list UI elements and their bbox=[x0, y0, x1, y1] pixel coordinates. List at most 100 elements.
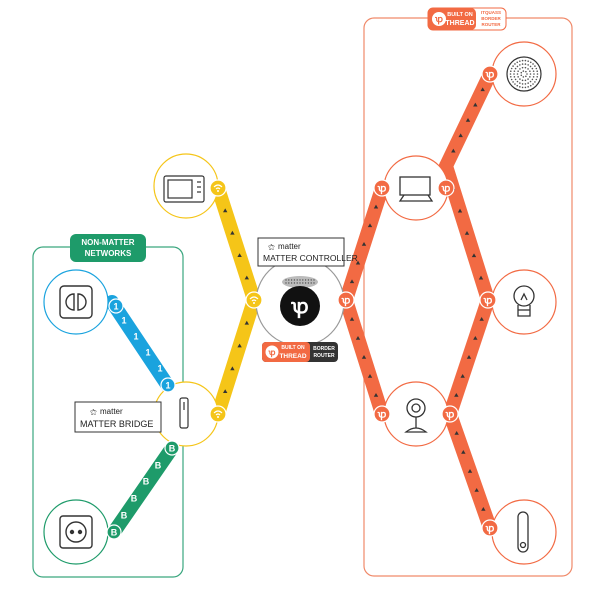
node-marker bbox=[373, 393, 379, 397]
door-lock-icon bbox=[517, 511, 529, 553]
hop-label: 1 bbox=[133, 332, 138, 342]
matter-bridge-brand: matter bbox=[100, 407, 123, 416]
blue-link bbox=[105, 295, 175, 393]
light-switch-icon bbox=[59, 285, 93, 319]
node-marker bbox=[244, 320, 249, 325]
node-marker bbox=[474, 488, 479, 492]
matter-logo-icon: ⚝ bbox=[268, 243, 275, 251]
matter-logo-icon: ⚝ bbox=[90, 408, 97, 416]
green-hop-badge: B bbox=[121, 511, 128, 521]
blue-hop-badge: 1 bbox=[160, 377, 176, 393]
node-marker bbox=[457, 208, 463, 213]
node-marker bbox=[458, 133, 463, 138]
matter-controller-label: ⚝ matter MATTER CONTROLLER bbox=[257, 237, 358, 267]
yellow-link-lower bbox=[211, 293, 261, 421]
yellow-link-upper bbox=[211, 181, 261, 307]
node-marker bbox=[451, 148, 456, 153]
node-marker bbox=[478, 275, 484, 280]
node-marker bbox=[479, 317, 484, 321]
blue-hop-badge: 1 bbox=[157, 364, 162, 374]
node-marker bbox=[223, 389, 228, 393]
thread-badge-top-role-1: ITQUASS bbox=[481, 10, 501, 15]
svg-text:ꝕ: ꝕ bbox=[377, 184, 387, 195]
orange-node-markers bbox=[349, 87, 486, 511]
camera-device bbox=[383, 381, 449, 447]
thread-logo-icon bbox=[265, 345, 279, 359]
node-marker bbox=[480, 87, 485, 92]
node-marker bbox=[355, 336, 361, 340]
hop-label: 1 bbox=[121, 316, 126, 326]
node-marker bbox=[230, 366, 235, 371]
bridge-device-icon bbox=[179, 397, 189, 429]
hop-label: B bbox=[111, 528, 118, 538]
hop-label: 1 bbox=[113, 302, 118, 312]
svg-text:ꝕ: ꝕ bbox=[485, 70, 495, 81]
node-marker bbox=[223, 208, 228, 213]
matter-controller-brand: matter bbox=[278, 242, 301, 251]
svg-text:ꝕ: ꝕ bbox=[483, 296, 493, 307]
thread-badge-thread: THREAD bbox=[279, 353, 306, 360]
wifi-node bbox=[209, 179, 227, 197]
svg-text:ꝕ: ꝕ bbox=[377, 410, 387, 421]
green-hop-badge: B bbox=[143, 477, 150, 487]
thread-node: ꝕ bbox=[481, 65, 499, 83]
node-marker bbox=[244, 275, 249, 280]
bulb-device bbox=[491, 269, 557, 335]
hop-label: 1 bbox=[145, 348, 150, 358]
speaker-device bbox=[491, 41, 557, 107]
node-marker bbox=[361, 355, 367, 359]
thread-badge-top-thread: THREAD bbox=[445, 20, 474, 27]
blue-hop-badge: 1 bbox=[133, 332, 138, 342]
green-link bbox=[107, 441, 179, 539]
green-hop-badge: B bbox=[155, 461, 162, 471]
node-marker bbox=[466, 355, 472, 359]
thread-node: ꝕ bbox=[373, 405, 391, 423]
node-marker bbox=[349, 279, 355, 284]
thread-node: ꝕ bbox=[373, 179, 391, 197]
thread-logo-icon bbox=[432, 12, 446, 26]
matter-controller-title: MATTER CONTROLLER bbox=[263, 253, 358, 263]
svg-text:ꝕ: ꝕ bbox=[290, 296, 308, 319]
hop-label: B bbox=[169, 444, 176, 454]
node-marker bbox=[461, 450, 466, 454]
thread-badge-role-1: BORDER bbox=[313, 346, 335, 352]
thread-node: ꝕ bbox=[337, 291, 355, 309]
node-marker bbox=[481, 507, 486, 511]
thread-node: ꝕ bbox=[441, 405, 459, 423]
green-hop-badge: B bbox=[131, 494, 138, 504]
node-marker bbox=[471, 253, 477, 258]
matter-bridge-label: ⚝ matter MATTER BRIDGE bbox=[74, 401, 162, 433]
node-marker bbox=[473, 336, 478, 340]
node-marker bbox=[460, 374, 465, 378]
blue-hop-badge: 1 bbox=[121, 316, 126, 326]
node-marker bbox=[473, 102, 478, 107]
wifi-node bbox=[209, 405, 227, 423]
node-marker bbox=[465, 118, 471, 122]
node-marker bbox=[349, 317, 355, 321]
smart-speaker-icon bbox=[506, 56, 542, 92]
thread-badge-top: ꝕ BUILT ON THREAD ITQUASS BORDER ROUTER bbox=[427, 7, 507, 31]
hop-label: 1 bbox=[157, 364, 162, 374]
hop-label: B bbox=[121, 511, 128, 521]
non-matter-label-line2: NETWORKS bbox=[85, 249, 132, 258]
wifi-icon bbox=[209, 179, 263, 423]
svg-text:ꝕ: ꝕ bbox=[441, 184, 451, 195]
hop-label: 1 bbox=[165, 381, 170, 391]
power-outlet-icon bbox=[59, 515, 93, 549]
non-matter-label-line1: NON-MATTER bbox=[81, 238, 134, 247]
non-matter-networks-label: NON-MATTER NETWORKS bbox=[70, 234, 146, 262]
light-bulb-icon bbox=[513, 285, 535, 317]
matter-controller-icon: ꝕ bbox=[280, 276, 320, 326]
microwave-icon bbox=[163, 175, 205, 203]
hop-label: B bbox=[143, 477, 150, 487]
node-marker bbox=[367, 374, 373, 378]
hop-label: B bbox=[155, 461, 162, 471]
thread-node: ꝕ bbox=[479, 291, 497, 309]
node-marker bbox=[355, 260, 361, 265]
matter-bridge-title: MATTER BRIDGE bbox=[80, 419, 153, 429]
node-marker bbox=[361, 242, 367, 246]
blue-hop-badge: 1 bbox=[108, 298, 124, 314]
hop-label: B bbox=[131, 494, 138, 504]
